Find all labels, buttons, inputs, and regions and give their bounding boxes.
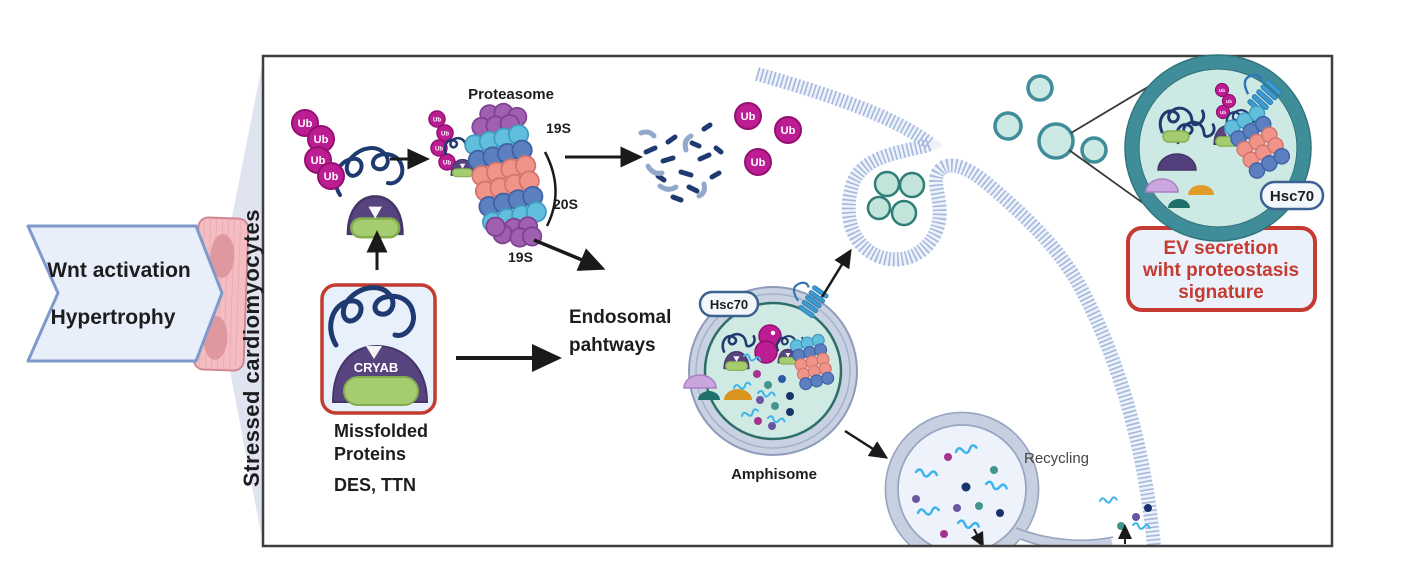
ev-secretion-line2: wiht proteostasis (1142, 260, 1299, 281)
ev-secretion-line1: EV secretion (1163, 238, 1278, 259)
endosomal-line1: Endosomal (569, 307, 671, 328)
amphisome (683, 275, 858, 456)
hsc70-label: Hsc70 (710, 297, 748, 312)
ub-label: Ub (781, 125, 796, 137)
invagination-vesicles (866, 170, 926, 227)
stressed-cardiomyocytes-label: Stressed cardiomyocytes (239, 209, 264, 487)
cargo-dots (753, 370, 794, 430)
ub-label: Ub (1220, 110, 1226, 115)
hsc70-badge (1259, 180, 1325, 211)
ev-secretion-line3: signature (1178, 282, 1264, 303)
arrow-release-small (970, 528, 984, 546)
recycling-label: Recycling (1024, 450, 1089, 467)
lavender-receptor (683, 374, 717, 389)
misfolded-protein-squiggle (333, 146, 405, 197)
arrow-to-endosomal (533, 238, 606, 271)
banner-line1: Wnt activation (47, 259, 191, 282)
core-20s: 20S (553, 196, 578, 212)
hsc70-label: Hsc70 (1270, 188, 1314, 205)
ubiquitin-chain (291, 109, 345, 190)
missfolded-line1: Missfolded (334, 421, 428, 441)
hsc70-badge (698, 290, 760, 318)
cap-19s-bottom: 19S (508, 249, 533, 265)
ub-label: Ub (1226, 99, 1232, 104)
capsule (1162, 130, 1190, 143)
ub-label: Ub (311, 155, 326, 167)
proteasome-title: Proteasome (468, 86, 554, 103)
ubiquitin-chain-tiny (1214, 82, 1237, 120)
teal-receptor (698, 391, 720, 400)
magnified-ev (1124, 54, 1325, 242)
ub-label: Ub (324, 171, 339, 183)
chaperone (1157, 153, 1197, 171)
stimulus-banner (26, 224, 224, 363)
released-cargo (1098, 496, 1152, 544)
degraded-fragments (638, 122, 724, 203)
ub-label: Ub (1219, 88, 1225, 93)
plasma-membrane (755, 67, 1161, 546)
cryab-label: CRYAB (354, 360, 399, 375)
ubiquitin-pair (754, 324, 782, 364)
cell-boundary-box (261, 54, 1334, 548)
cargo-dots (912, 453, 1004, 538)
proteasome-barrel (464, 102, 547, 248)
ub-label: Ub (298, 118, 313, 130)
secreted-evs (993, 74, 1108, 164)
missfolded-line3: DES, TTN (334, 475, 416, 495)
ub-label: Ub (751, 157, 766, 169)
lavender-receptor (1145, 178, 1179, 193)
core-bracket (543, 151, 557, 227)
free-ubiquitins (734, 102, 802, 176)
amphisome-label: Amphisome (731, 466, 817, 483)
ub-label: Ub (433, 118, 441, 124)
ub-label: Ub (741, 111, 756, 123)
cap-19s-top: 19S (546, 120, 571, 136)
chaperone-complex (346, 195, 404, 239)
missfolded-line2: Proteins (334, 444, 406, 464)
banner-line2: Hypertrophy (51, 306, 176, 329)
teal-receptor (1168, 199, 1190, 208)
membrane-neck (1015, 527, 1113, 546)
endosomal-line2: pahtways (569, 335, 656, 356)
recycling-endosome (884, 411, 1114, 546)
ub-label: Ub (435, 147, 443, 153)
ub-label: Ub (443, 161, 451, 167)
arrow-to-recycling (844, 429, 889, 459)
orange-receptor (724, 389, 752, 400)
orange-receptor (1188, 185, 1214, 195)
arrow-to-membrane (820, 248, 852, 298)
cryab-capsule (343, 376, 419, 406)
ub-label: Ub (314, 134, 329, 146)
cryab-box (320, 283, 437, 415)
cell-nucleus (210, 234, 235, 279)
ub-label: Ub (441, 132, 449, 138)
misfolded-protein-squiggle (328, 285, 416, 348)
